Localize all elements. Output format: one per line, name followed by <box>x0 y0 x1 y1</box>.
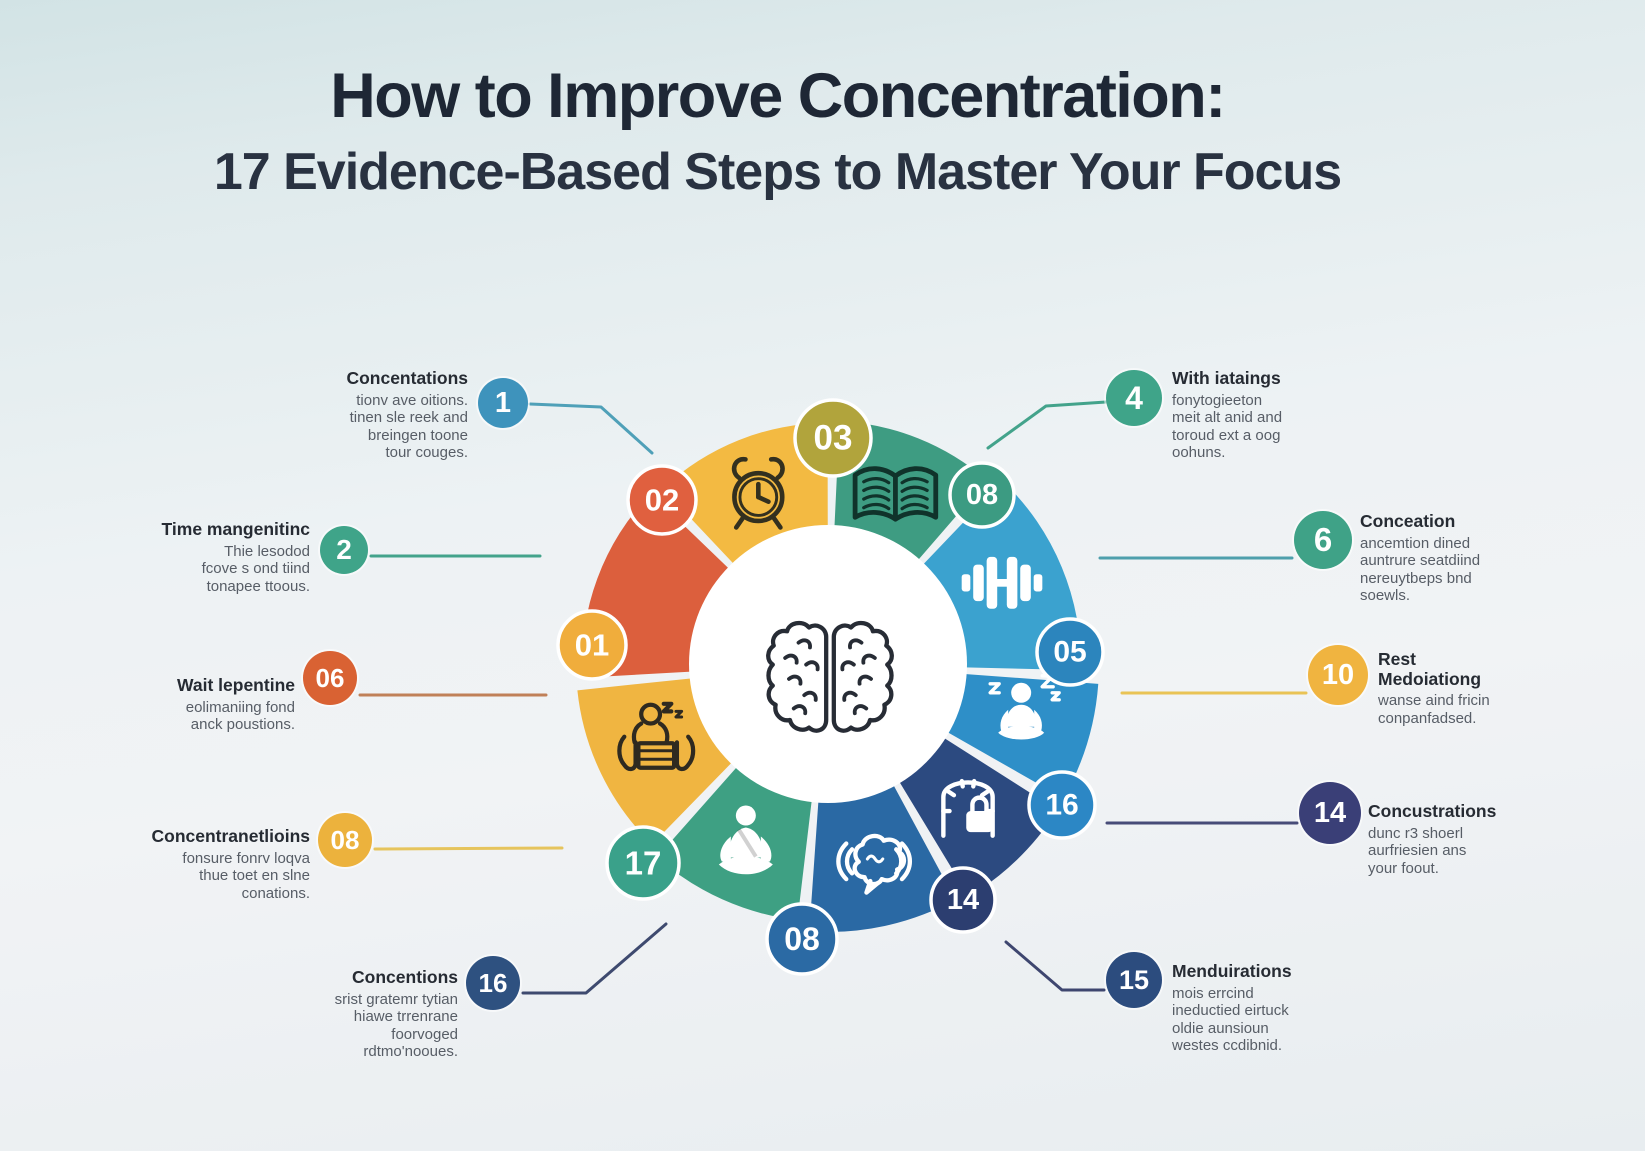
callout-title: Conceation <box>1360 511 1456 531</box>
callout-body: tionv ave oitions. tinen sle reek and br… <box>349 391 468 462</box>
callout-badge-4: 4 <box>1106 370 1162 426</box>
callout-badge-1: 1 <box>478 378 528 428</box>
wheel-badge-number: 01 <box>575 628 609 663</box>
callout-title: Wait lepentine <box>177 675 295 695</box>
callout-text: Concentations tionv ave oitions. tinen sl… <box>346 368 468 462</box>
wheel-badge-number: 16 <box>1045 789 1078 822</box>
callout-badge-6: 6 <box>1294 511 1352 569</box>
callout-text: Concentions srist gratemr tytian hiawe tr… <box>334 967 458 1061</box>
callout-badge-06: 06 <box>303 651 357 705</box>
callout-title: Concentations <box>346 368 468 388</box>
callout-title: Concentions <box>352 967 458 987</box>
callout-body: ancemtion dined auntrure seatdiind nereu… <box>1360 534 1481 605</box>
callout-text: Concentranetlioins fonsure fonrv loqva th… <box>151 826 311 902</box>
wheel-badge-number: 08 <box>784 921 820 957</box>
callout-badge-16: 16 <box>466 956 520 1010</box>
callout-body: eolimaniing fond anck poustions. <box>185 698 295 734</box>
callout-badge-08: 08 <box>318 813 372 867</box>
wheel-badge: 08 <box>765 902 839 976</box>
wheel-badge-number: 08 <box>966 479 998 511</box>
callout-title: Concustrations <box>1368 801 1497 821</box>
connector-line <box>986 400 1108 450</box>
wheel-badge-number: 05 <box>1053 636 1086 669</box>
callout-body: Thie lesodod fcove s ond tiind tonapee t… <box>201 542 310 595</box>
connector-line <box>1004 940 1106 992</box>
wheel-segment-desk-sleep <box>577 678 733 845</box>
callout-badge-14: 14 <box>1299 782 1361 844</box>
wheel-badge: 02 <box>626 464 698 536</box>
callout-badge-10: 10 <box>1308 645 1368 705</box>
wheel-segment-dumbbell <box>922 481 1081 671</box>
wheel-badge: 17 <box>605 825 681 901</box>
callout-badge-15: 15 <box>1106 952 1162 1008</box>
callout-text: Conceation ancemtion dined auntrure seatd… <box>1360 511 1481 605</box>
callout-badge-2: 2 <box>320 526 368 574</box>
callout-body: srist gratemr tytian hiawe trrenrane foo… <box>334 990 458 1061</box>
connector-line <box>373 846 564 851</box>
callout-title: Rest Medoiationg <box>1378 649 1482 689</box>
wheel-badge-number: 03 <box>814 419 853 458</box>
callout-text: With iataings fonytogieeton meit alt anid… <box>1172 368 1283 462</box>
wheel-badge: 08 <box>948 461 1016 529</box>
header: How to Improve Concentration: 17 Evidenc… <box>0 60 1555 202</box>
wheel-segment-alarm-clock <box>662 423 828 565</box>
callout-body: wanse aind fricin conpanfadsed. <box>1378 692 1490 727</box>
wheel-badge-number: 14 <box>947 884 979 916</box>
wheel-badge: 03 <box>793 398 873 478</box>
callout-text: Menduirations mois errcind ineductied eir… <box>1172 961 1292 1055</box>
callout-title: Menduirations <box>1172 961 1292 981</box>
callout-text: Wait lepentine eolimaniing fond anck pous… <box>177 675 295 734</box>
callout-body: mois errcind ineductied eirtuck oldie au… <box>1172 984 1289 1055</box>
wheel-badge: 05 <box>1035 617 1105 687</box>
callout-title: Time mangenitinc <box>161 519 310 539</box>
callout-body: fonytogieeton meit alt anid and toroud e… <box>1172 391 1283 462</box>
page-title: How to Improve Concentration: <box>330 61 1226 131</box>
wheel-badge: 16 <box>1027 770 1097 840</box>
wheel-segment-open-book <box>834 421 988 561</box>
callout-text: Concustrations dunc r3 shoerl aurfriesien… <box>1368 801 1497 877</box>
wheel-badge-number: 17 <box>625 845 662 882</box>
page-subtitle: 17 Evidence-Based Steps to Master Your F… <box>213 143 1342 201</box>
connector-line <box>521 922 668 995</box>
callout-title: With iataings <box>1172 368 1281 388</box>
wheel-badge: 14 <box>929 866 997 934</box>
callout-body: fonsure fonrv loqva thue toet en slne co… <box>182 849 310 902</box>
callout-title: Concentranetlioins <box>151 826 311 846</box>
wheel-badge-number: 02 <box>645 483 679 518</box>
connector-line <box>528 402 654 455</box>
wheel-badge: 01 <box>556 609 628 681</box>
callout-body: dunc r3 shoerl aurfriesien ans your foou… <box>1368 824 1467 877</box>
